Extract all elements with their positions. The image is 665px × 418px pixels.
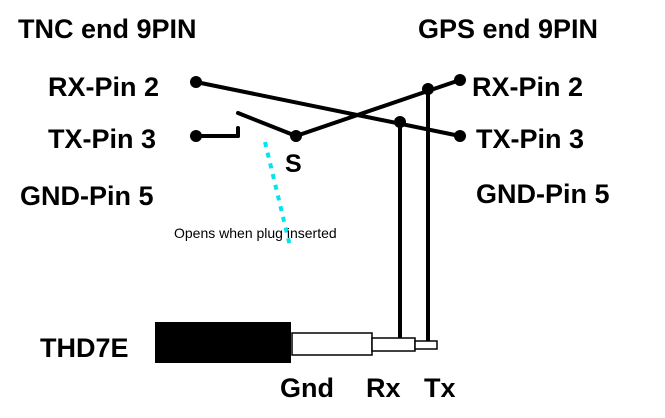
connector-label: THD7E xyxy=(40,333,129,363)
switch-mechanical-link xyxy=(263,141,292,247)
gps-rx-pin-label: RX-Pin 2 xyxy=(472,72,583,102)
switch-label: S xyxy=(285,150,302,178)
plug-rx-label: Rx xyxy=(366,373,401,403)
tnc-rx-pin-dot xyxy=(190,76,202,88)
plug-tx-label: Tx xyxy=(424,373,456,403)
gps-tx-pin-label: TX-Pin 3 xyxy=(476,124,584,154)
gps-tx-pin-dot xyxy=(454,130,466,142)
tnc-gnd-pin-label: GND-Pin 5 xyxy=(20,181,154,211)
plug-gnd-label: Gnd xyxy=(280,373,334,403)
plug-tip-tx xyxy=(414,340,438,350)
switch-note: Opens when plug inserted xyxy=(174,225,337,241)
tnc-tx-pin-dot xyxy=(190,130,202,142)
plug-body xyxy=(155,322,291,363)
gps-rx-pin-dot xyxy=(454,74,466,86)
tnc-tx-pin-label: TX-Pin 3 xyxy=(48,124,156,154)
tnc-rx-pin-label: RX-Pin 2 xyxy=(48,72,159,102)
gps-end-title: GPS end 9PIN xyxy=(418,14,598,44)
gps-gnd-pin-label: GND-Pin 5 xyxy=(476,179,610,209)
plug-ring-rx xyxy=(371,337,416,352)
plug-sleeve-gnd xyxy=(291,332,373,356)
switch-common-dot xyxy=(290,130,302,142)
switch-arm xyxy=(236,111,298,138)
tnc-end-title: TNC end 9PIN xyxy=(18,14,197,44)
tx-junction-dot xyxy=(422,83,434,95)
rx-junction-dot xyxy=(394,116,406,128)
wire-tnc-rx-to-gps-tx xyxy=(194,80,462,138)
